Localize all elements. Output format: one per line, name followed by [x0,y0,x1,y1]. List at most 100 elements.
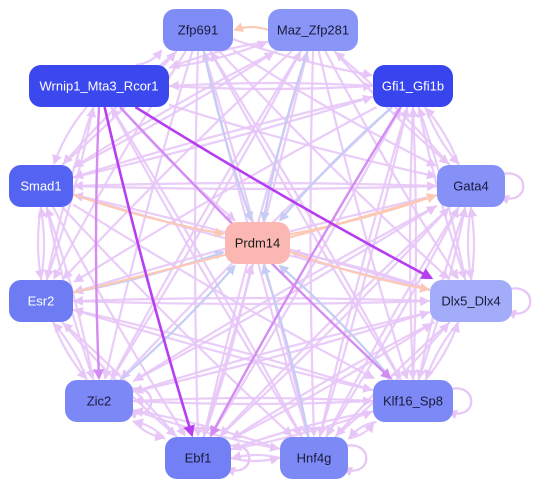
edge-zic2-to-gata4 [132,205,437,383]
node-box-hnf4g [280,437,348,479]
node-zfp691[interactable]: Zfp691 [163,9,233,51]
edge-klf16-to-zfp691 [210,51,402,381]
edge-ebf1-to-hnf4g [230,455,280,465]
node-gata4[interactable]: Gata4 [437,165,505,207]
edge-wrnip1-to-gfi1 [168,81,373,92]
edge-esr2-to-smad1 [37,207,48,281]
self-loop-gata4 [498,172,525,205]
edge-hnf4g-to-gata4 [325,207,459,438]
edge-maz_zfp281-to-hnf4g [308,50,319,437]
edge-zic2-to-maz_zfp281 [110,51,301,381]
edge-zfp691-to-dlx5 [218,50,450,280]
edge-hnf4g-to-zic2 [133,407,281,451]
edge-gata4-to-zic2 [133,204,438,382]
edge-gata4-to-hnf4g [326,206,460,437]
node-box-maz_zfp281 [268,9,358,51]
node-klf16[interactable]: Klf16_Sp8 [373,380,453,422]
edge-dlx5-to-prdm14 [290,248,431,291]
node-label-zfp691: Zfp691 [178,23,218,38]
edge-dlx5-to-zic2 [133,310,431,394]
edge-zic2-to-klf16 [132,396,373,407]
node-label-esr2: Esr2 [28,294,55,309]
edge-maz_zfp281-to-zic2 [111,50,302,380]
node-box-gfi1 [373,65,453,107]
node-box-wrnip1 [29,65,169,107]
edge-esr2-to-dlx5 [72,296,430,307]
edge-zic2-to-dlx5 [132,310,430,393]
node-esr2[interactable]: Esr2 [9,280,73,322]
edge-hnf4g-to-gfi1 [318,107,410,438]
node-label-prdm14: Prdm14 [235,236,281,251]
node-label-gfi1: Gfi1_Gfi1b [382,79,444,94]
edge-maz_zfp281-to-zfp691 [233,22,269,32]
edge-zfp691-to-klf16 [209,50,401,380]
edge-gfi1-to-ebf1 [210,106,402,437]
node-box-zfp691 [163,9,233,51]
edge-hnf4g-to-prdm14 [261,264,310,438]
node-wrnip1[interactable]: Wrnip1_Mta3_Rcor1 [29,65,169,107]
edge-klf16-to-ebf1 [231,410,374,451]
edge-dlx5-to-esr2 [73,295,431,306]
edge-gfi1-to-wrnip1 [169,80,374,91]
edge-smad1-to-gata4 [72,181,437,192]
edge-ebf1-to-zic2 [133,418,166,440]
edge-prdm14-to-dlx5 [289,250,430,293]
node-maz_zfp281[interactable]: Maz_Zfp281 [268,9,358,51]
edge-maz_zfp281-to-klf16 [317,50,410,380]
node-label-zic2: Zic2 [87,394,112,409]
node-label-wrnip1: Wrnip1_Mta3_Rcor1 [40,79,159,94]
node-box-esr2 [9,280,73,322]
node-hnf4g[interactable]: Hnf4g [280,437,348,479]
node-zic2[interactable]: Zic2 [65,380,133,422]
edge-smad1-to-prdm14 [72,193,225,238]
node-label-dlx5: Dlx5_Dlx4 [441,294,500,309]
node-box-klf16 [373,380,453,422]
edge-zic2-to-smad1 [45,207,95,381]
edge-maz_zfp281-to-esr2 [62,50,293,280]
node-ebf1[interactable]: Ebf1 [165,437,231,479]
edge-gfi1-to-prdm14 [278,106,393,222]
edge-gfi1-to-klf16 [407,106,418,380]
edge-klf16-to-dlx5 [424,322,460,381]
node-prdm14[interactable]: Prdm14 [225,222,290,264]
edge-klf16-to-prdm14 [278,264,394,381]
node-box-gata4 [437,165,505,207]
edge-esr2-to-klf16 [72,308,373,393]
edge-maz_zfp281-to-smad1 [73,50,277,168]
node-box-smad1 [9,165,73,207]
edge-gata4-to-gfi1 [425,107,460,166]
edge-hnf4g-to-wrnip1 [111,107,303,438]
edge-zic2-to-prdm14 [119,264,236,381]
node-dlx5[interactable]: Dlx5_Dlx4 [430,280,512,322]
node-box-zic2 [65,380,133,422]
edge-klf16-to-esr2 [73,307,374,392]
node-gfi1[interactable]: Gfi1_Gfi1b [373,65,453,107]
node-box-ebf1 [165,437,231,479]
edge-hnf4g-to-ebf1 [231,451,281,461]
node-label-maz_zfp281: Maz_Zfp281 [277,23,349,38]
edge-zfp691-to-prdm14 [202,50,254,222]
edge-wrnip1-to-hnf4g [110,106,302,437]
edge-klf16-to-zic2 [133,395,374,406]
edge-ebf1-to-klf16 [230,410,373,451]
node-label-ebf1: Ebf1 [185,451,212,466]
edge-zfp691-to-zic2 [102,50,194,380]
self-loop-klf16 [446,387,473,420]
edge-wrnip1-to-gata4 [168,103,437,180]
edge-maz_zfp281-to-prdm14 [260,50,309,222]
edge-dlx5-to-gata4 [467,207,478,281]
edge-ebf1-to-prdm14 [202,264,255,438]
node-label-gata4: Gata4 [453,179,488,194]
edge-wrnip1-to-zfp691 [135,49,163,67]
node-smad1[interactable]: Smad1 [9,165,73,207]
node-label-hnf4g: Hnf4g [297,451,332,466]
edge-zic2-to-esr2 [53,322,88,381]
edge-gata4-to-dlx5 [464,206,475,280]
edge-klf16-to-gfi1 [408,107,419,381]
node-box-prdm14 [225,222,290,264]
self-loop-dlx5 [505,287,532,320]
edge-wrnip1-to-ebf1 [103,106,195,438]
edge-wrnip1-to-smad1 [52,106,88,165]
